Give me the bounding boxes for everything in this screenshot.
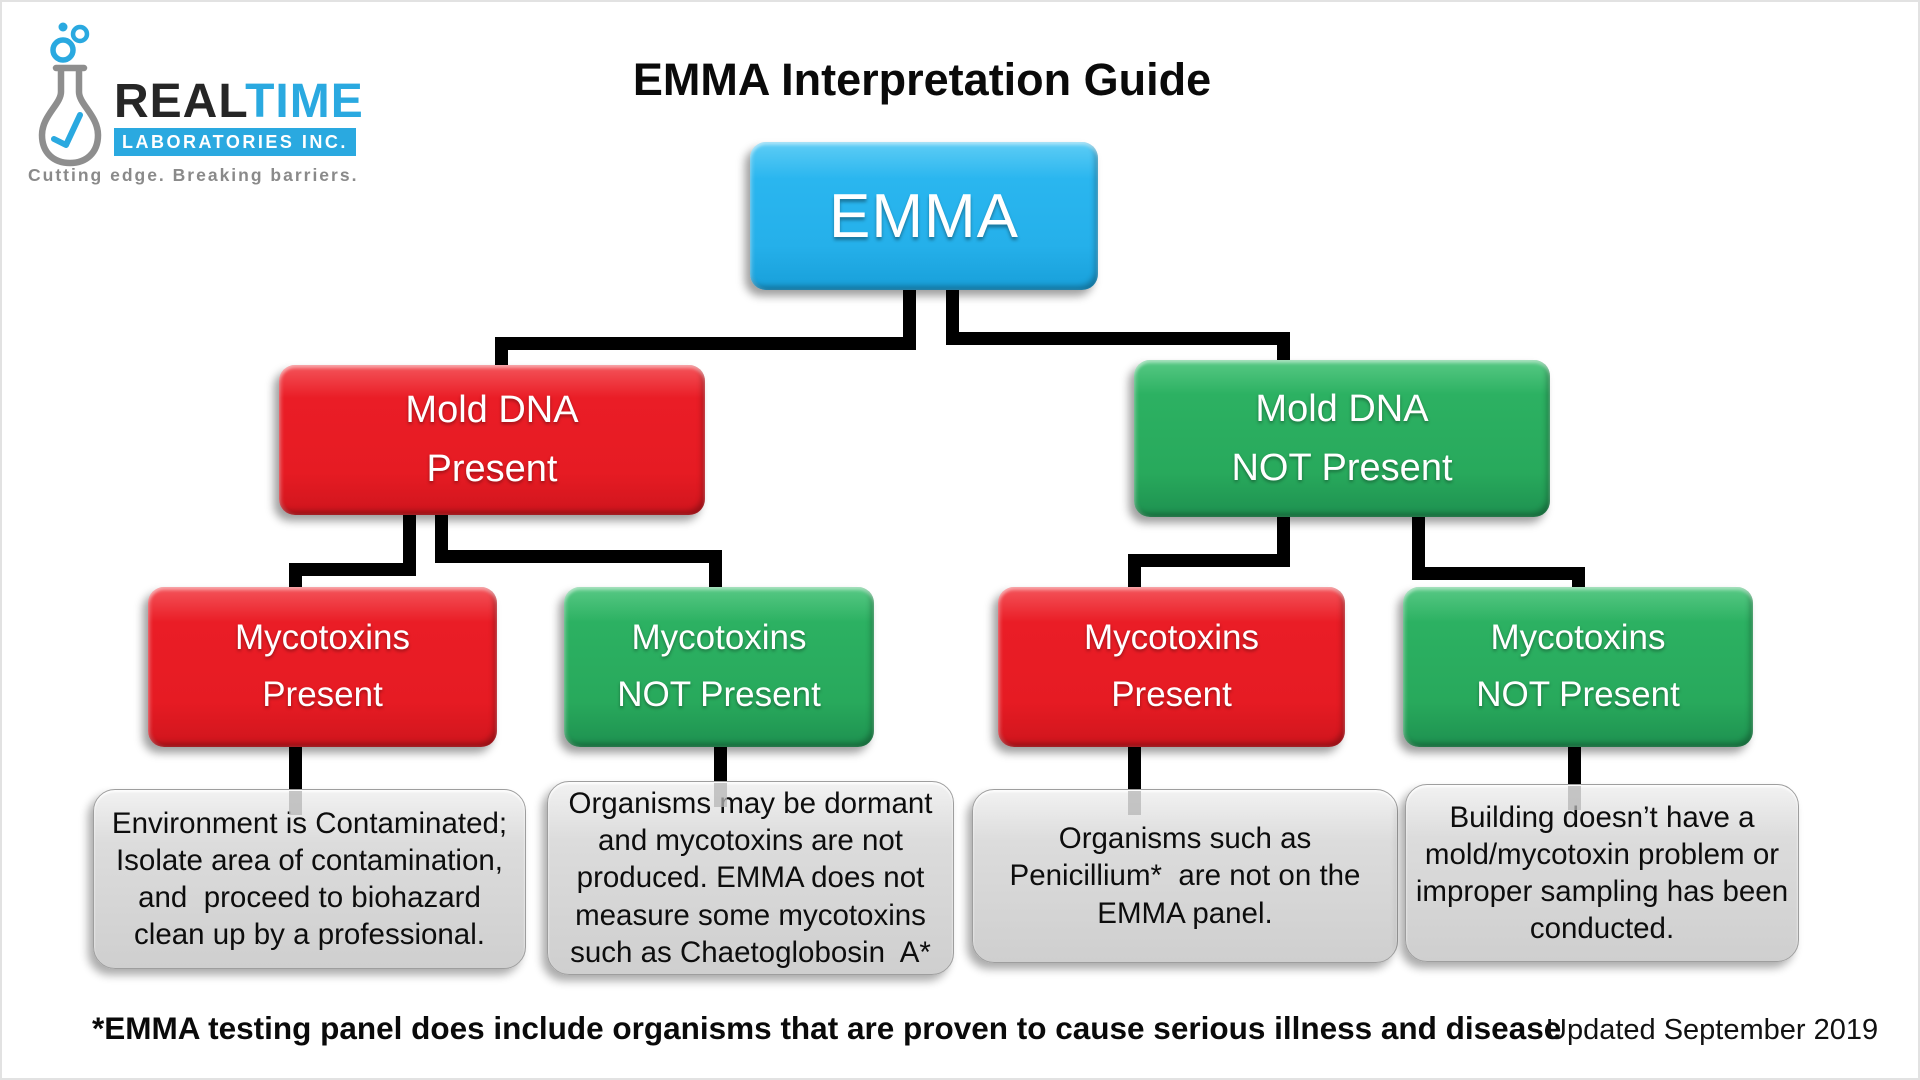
footer-updated-date: Updated September 2019 (1546, 1014, 1879, 1046)
flask-icon (38, 22, 102, 167)
connector-segment (1568, 747, 1581, 784)
connector-segment (289, 747, 302, 789)
node-mycotoxins-present-right: Mycotoxins Present (998, 587, 1345, 747)
node-label-line: Present (426, 448, 558, 490)
page-title: EMMA Interpretation Guide (632, 54, 1212, 105)
connector-notch (1128, 791, 1141, 815)
outcome-text: Building doesn’t have a mold/mycotoxin p… (1415, 800, 1789, 946)
connector-segment (435, 550, 722, 563)
node-label-line: Mycotoxins (234, 618, 411, 658)
node-label-line: Mold DNA (405, 389, 579, 432)
node-label-line: Mycotoxins (1490, 618, 1666, 658)
node-label-line: Mycotoxins (1083, 618, 1260, 658)
outcome-no-problem: Building doesn’t have a mold/mycotoxin p… (1405, 784, 1799, 962)
node-label-line: Mycotoxins (631, 618, 807, 658)
connector-segment (289, 563, 302, 587)
connector-segment (1128, 554, 1290, 567)
connector-segment (1277, 332, 1290, 360)
node-mycotoxins-not-present-right: Mycotoxins NOT Present (1403, 587, 1753, 747)
node-label-line: Mold DNA (1255, 387, 1429, 430)
outcome-contaminated: Environment is Contaminated; Isolate are… (93, 789, 526, 969)
connector-segment (903, 290, 916, 350)
node-mycotoxins-not-present-left: Mycotoxins NOT Present (564, 587, 874, 747)
connector-notch (1568, 786, 1581, 810)
connector-segment (946, 332, 1290, 345)
connector-segment (289, 563, 416, 576)
node-label-line: NOT Present (617, 675, 821, 714)
node-mold-dna-present: Mold DNA Present (279, 365, 705, 515)
brand-real: REAL (114, 75, 246, 128)
node-label-line: NOT Present (1476, 675, 1680, 714)
outcome-text: Environment is Contaminated; Isolate are… (111, 806, 508, 952)
connector-segment (1128, 554, 1141, 587)
node-emma: EMMA (750, 142, 1098, 290)
connector-segment (946, 290, 959, 345)
connector-segment (1128, 747, 1141, 789)
node-mold-dna-not-present: Mold DNA NOT Present (1134, 360, 1550, 517)
connector-notch (289, 791, 302, 815)
node-emma-label: EMMA (829, 181, 1019, 251)
connector-segment (1412, 517, 1425, 580)
connector-segment (714, 747, 727, 781)
outcome-dormant: Organisms may be dormant and mycotoxins … (547, 781, 954, 975)
brand-wordmark: REALTIME (114, 74, 364, 129)
connector-notch (714, 783, 727, 807)
outcome-text: Organisms may be dormant and mycotoxins … (568, 787, 933, 969)
connector-segment (495, 337, 916, 350)
node-label-line: Present (262, 675, 383, 714)
brand-time: TIME (245, 75, 364, 128)
outcome-penicillium: Organisms such as Penicillium* are not o… (972, 789, 1398, 963)
brand-subtitle-bar: LABORATORIES INC. (114, 128, 356, 156)
brand-tagline: Cutting edge. Breaking barriers. (28, 165, 359, 185)
node-mycotoxins-present-left: Mycotoxins Present (148, 587, 497, 747)
outcome-text: Organisms such as Penicillium* are not o… (1009, 822, 1361, 930)
footer-note: *EMMA testing panel does include organis… (92, 1010, 1562, 1046)
connector-segment (1572, 567, 1585, 587)
node-label-line: Present (1111, 675, 1232, 714)
connector-segment (1412, 567, 1585, 580)
connector-segment (495, 337, 508, 365)
realtime-labs-logo: REALTIME LABORATORIES INC. Cutting edge.… (2, 2, 402, 212)
connector-segment (403, 515, 416, 576)
node-label-line: NOT Present (1231, 446, 1453, 489)
connector-segment (709, 550, 722, 587)
